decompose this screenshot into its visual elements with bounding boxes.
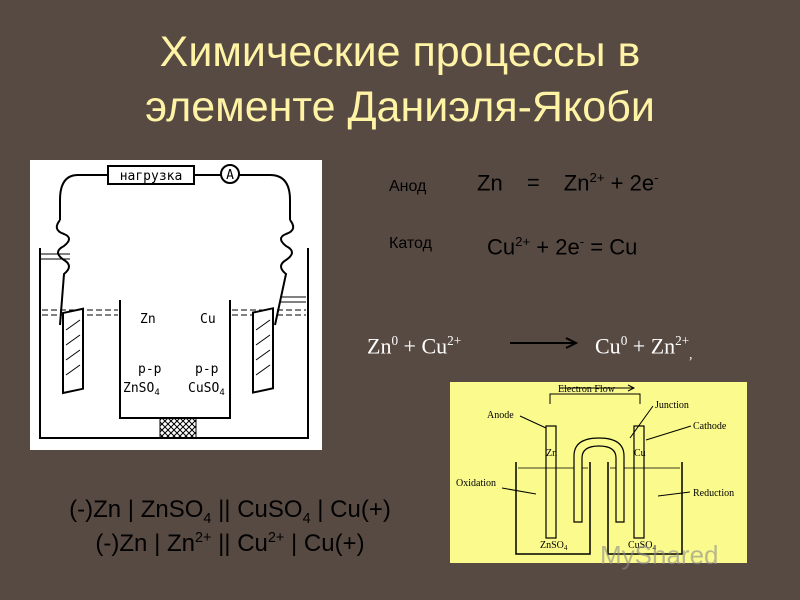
electron-flow-label: Electron Flow: [558, 384, 616, 395]
slide-title-line-2: элементе Даниэля-Якоби: [145, 83, 655, 131]
process-pointer-lines: [501, 487, 691, 497]
coil-left: [55, 219, 70, 326]
zn-strip: [545, 425, 557, 539]
overall-left: Zn0 + Cu2+: [367, 333, 462, 359]
slide-title-line-1: Химические процессы в: [159, 28, 641, 76]
zn-electrode-hatch: [65, 319, 81, 376]
anode-equation: Zn = Zn2+ + 2e-: [477, 170, 659, 196]
wire-right: [239, 174, 291, 220]
overall-right: Cu0 + Zn2+,: [595, 333, 693, 362]
load-label: нагрузка: [120, 169, 183, 184]
right-beaker: [607, 462, 683, 555]
cathode-equation: Cu2+ + 2e- = Cu: [487, 234, 638, 260]
cell-notation-line-2: (-)Zn | Zn2+ || Cu2+ | Cu(+): [95, 530, 365, 557]
salt-bridge: [573, 437, 625, 523]
daniell-cell-schematic: нагрузка A Zn Cu р-р р: [30, 160, 322, 450]
label-znso4: ZnSO4: [123, 381, 160, 398]
label-cu: Cu: [200, 312, 216, 327]
porous-partition: [159, 417, 197, 439]
flow-arrows-right: [280, 296, 306, 303]
ammeter-label: A: [226, 168, 234, 183]
coil-right: [274, 219, 295, 326]
label-cuso4: CuSO4: [188, 381, 225, 398]
label-right-solution: р-р: [195, 362, 219, 377]
cu-electrode: [252, 307, 274, 394]
anode-text: Anode: [487, 410, 514, 421]
znso4-text: ZnSO4: [540, 540, 568, 552]
label-zn: Zn: [140, 312, 156, 327]
oxidation-text: Oxidation: [456, 478, 496, 489]
flow-arrows-left: [40, 253, 70, 260]
junction-text: Junction: [655, 400, 689, 411]
reaction-arrow-icon: [510, 337, 579, 349]
cuso4-text: CuSO4: [628, 540, 656, 552]
watermark: MyShared: [600, 540, 719, 570]
external-wire: [549, 393, 641, 404]
electron-flow-arrow-icon: [560, 384, 636, 392]
zn-text: Zn: [546, 448, 557, 459]
cell-notation-line-1: (-)Zn | ZnSO4 || CuSO4 | Cu(+): [69, 496, 391, 527]
wire-left: [59, 174, 108, 220]
cell-drawing: нагрузка A Zn Cu р-р р: [39, 164, 309, 439]
cu-strip: [633, 425, 645, 539]
anode-label: Анод: [389, 178, 427, 195]
label-left-solution: р-р: [138, 362, 162, 377]
cathode-label: Катод: [389, 235, 432, 252]
cu-electrode-hatch: [255, 319, 271, 376]
reduction-text: Reduction: [693, 488, 734, 499]
electron-flow-drawing: Electron Flow Anode Junction Cathode Zn …: [456, 384, 734, 555]
cu-text: Cu: [634, 448, 646, 459]
cathode-text: Cathode: [693, 421, 727, 432]
left-beaker: [515, 462, 591, 555]
zn-electrode: [62, 307, 84, 395]
electron-flow-diagram: Electron Flow Anode Junction Cathode Zn …: [450, 382, 747, 563]
